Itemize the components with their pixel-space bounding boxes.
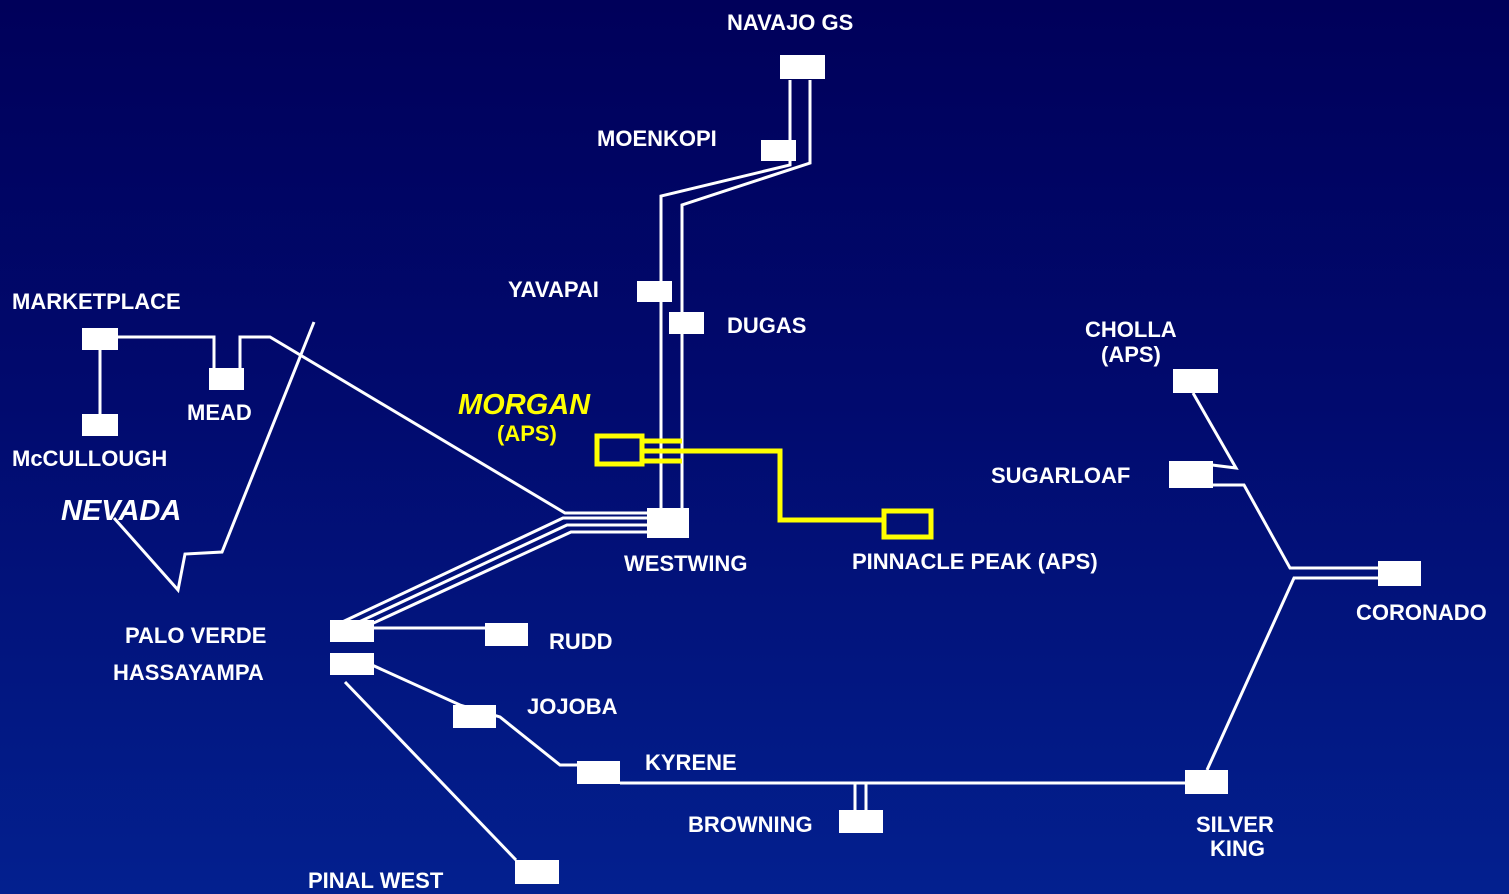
- line-paloverde-westwing-a: [337, 516, 650, 626]
- line-paloverde-westwing-b: [345, 523, 650, 630]
- transmission-lines: [98, 80, 1380, 862]
- label-nevada: NEVADA: [61, 495, 181, 527]
- substation-sugarloaf: [1169, 461, 1213, 488]
- line-navajo-westwing-a: [659, 80, 792, 522]
- label-moenkopi: MOENKOPI: [597, 126, 717, 151]
- label-jojoba: JOJOBA: [527, 694, 618, 719]
- line-paloverde-westwing-c: [353, 530, 650, 634]
- label-palo-verde: PALO VERDE: [125, 623, 266, 648]
- substation-rudd: [485, 623, 528, 646]
- morgan-connections: [643, 438, 885, 523]
- substation-mccullough: [82, 414, 118, 436]
- label-hassayampa: HASSAYAMPA: [113, 660, 264, 685]
- line-hassayampa-kyrene: [371, 663, 580, 767]
- label-pinal-west: PINAL WEST: [308, 868, 444, 893]
- label-morgan: MORGAN: [458, 389, 591, 421]
- substation-cholla: [1173, 369, 1218, 393]
- label-mead: MEAD: [187, 400, 252, 425]
- substation-browning: [839, 810, 883, 833]
- line-cholla-junction: [1191, 392, 1239, 470]
- label-coronado: CORONADO: [1356, 600, 1487, 625]
- substation-dugas: [669, 312, 704, 334]
- label-cholla-owner: (APS): [1101, 342, 1161, 367]
- substation-pinal-west: [515, 860, 559, 884]
- labels: NAVAJO GS MOENKOPI YAVAPAI DUGAS MARKETP…: [12, 10, 1487, 893]
- substation-morgan: [594, 433, 645, 467]
- nevada-boundary: [112, 321, 316, 594]
- line-sugarloaf-coronado: [1212, 483, 1380, 570]
- substation-mead: [209, 368, 244, 390]
- substation-hassayampa: [330, 653, 374, 675]
- line-navajo-westwing-b: [680, 80, 812, 522]
- substation-pinnacle-peak: [881, 508, 934, 540]
- substation-jojoba: [453, 705, 496, 728]
- label-marketplace: MARKETPLACE: [12, 289, 181, 314]
- label-sugarloaf: SUGARLOAF: [991, 463, 1130, 488]
- substation-moenkopi: [761, 140, 796, 161]
- label-dugas: DUGAS: [727, 313, 806, 338]
- substation-palo-verde: [330, 620, 374, 642]
- line-morgan-pinnaclepeak: [643, 448, 885, 523]
- label-pinnacle-peak: PINNACLE PEAK (APS): [852, 549, 1098, 574]
- substation-navajo: [780, 55, 825, 79]
- line-marketplace-mead-westwing: [100, 335, 650, 515]
- substation-westwing: [647, 508, 689, 538]
- label-cholla: CHOLLA: [1085, 317, 1177, 342]
- substation-silver-king: [1185, 770, 1228, 794]
- label-navajo: NAVAJO GS: [727, 10, 853, 35]
- substations: [82, 55, 1421, 884]
- substation-kyrene: [577, 761, 620, 784]
- label-kyrene: KYRENE: [645, 750, 737, 775]
- label-silver-king-2: KING: [1210, 836, 1265, 861]
- substation-yavapai: [637, 281, 672, 302]
- label-morgan-owner: (APS): [497, 421, 557, 446]
- label-silver-king-1: SILVER: [1196, 812, 1274, 837]
- line-silverking-coronado: [1205, 576, 1380, 771]
- label-mccullough: McCULLOUGH: [12, 446, 167, 471]
- label-yavapai: YAVAPAI: [508, 277, 599, 302]
- substation-coronado: [1378, 561, 1421, 586]
- label-browning: BROWNING: [688, 812, 813, 837]
- line-hassayampa-pinalwest: [343, 680, 518, 862]
- substation-marketplace: [82, 328, 118, 350]
- label-rudd: RUDD: [549, 629, 613, 654]
- label-westwing: WESTWING: [624, 551, 747, 576]
